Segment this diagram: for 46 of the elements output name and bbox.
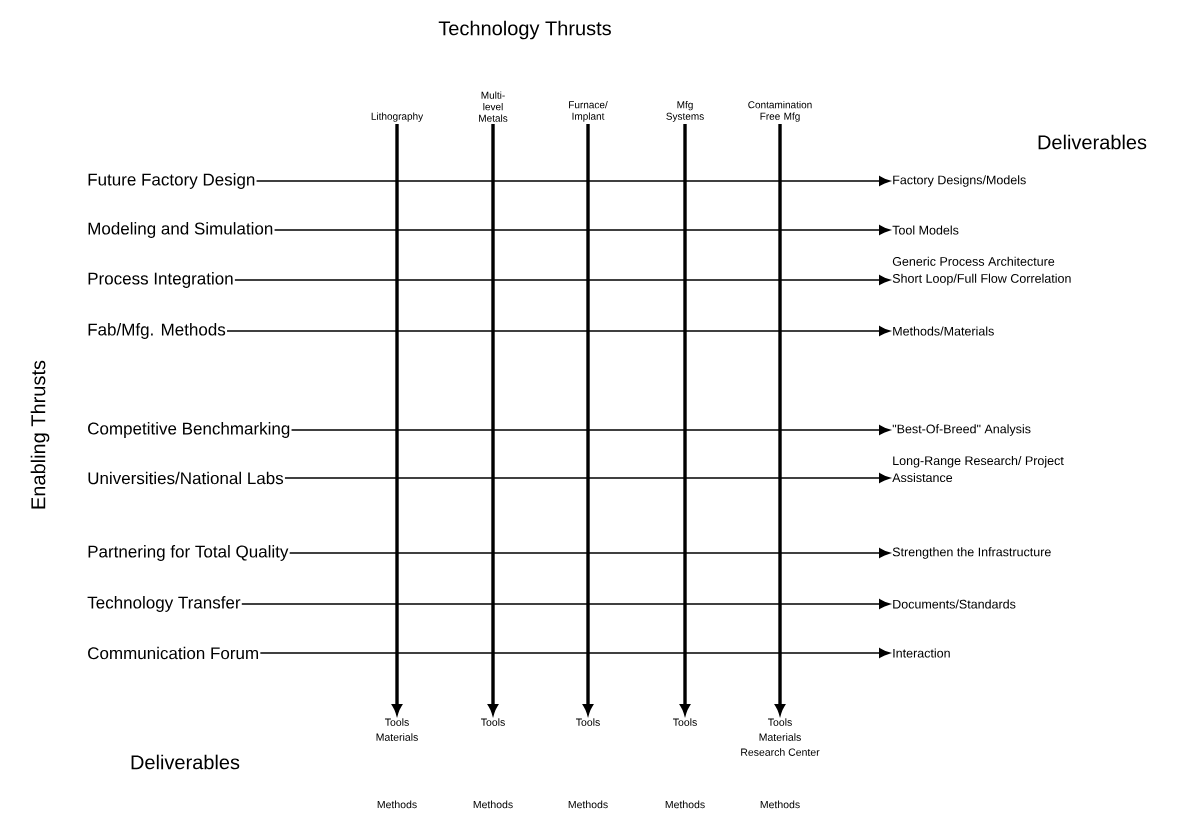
row-heading: Universities/National Labs bbox=[88, 471, 284, 485]
deliverable-text: Generic Process Architecture Short Loop/Full Flow Correlation bbox=[892, 256, 1071, 286]
arrow bbox=[255, 176, 891, 186]
deliverable-text: Long-Range Research/ Project Assistance bbox=[892, 455, 1064, 483]
column-heading: Furnace/ Implant bbox=[569, 101, 608, 122]
arrow bbox=[488, 124, 498, 715]
arrow bbox=[273, 225, 891, 235]
section-heading: Deliverables bbox=[131, 754, 240, 770]
deliverable-text: Tools Materials Methods bbox=[376, 718, 418, 809]
title: Technology Thrusts bbox=[438, 20, 611, 40]
arrow bbox=[284, 473, 891, 483]
arrow bbox=[226, 326, 891, 336]
row-heading: Competitive Benchmarking bbox=[88, 422, 290, 438]
deliverable-text: Tools Materials Research Center Methods bbox=[741, 718, 820, 809]
arrow bbox=[241, 599, 891, 609]
row-heading: Process Integration bbox=[88, 272, 233, 288]
arrow bbox=[234, 275, 891, 285]
deliverable-text: Tool Models bbox=[892, 225, 959, 235]
row-heading: Communication Forum bbox=[88, 646, 258, 660]
arrow bbox=[680, 124, 690, 715]
arrow bbox=[392, 124, 402, 715]
column-heading: Lithography bbox=[371, 112, 424, 122]
section-heading: Deliverables bbox=[1038, 134, 1147, 150]
deliverable-text: Tools Methods bbox=[665, 718, 705, 809]
row-heading: Technology Transfer bbox=[87, 596, 241, 612]
arrow bbox=[259, 648, 891, 658]
column-heading: Mfg Systems bbox=[666, 101, 704, 122]
deliverable-text: Strengthen the Infrastructure bbox=[892, 547, 1051, 559]
deliverable-text: Methods/Materials bbox=[893, 326, 994, 336]
deliverable-text: Tools Methods bbox=[568, 718, 608, 809]
deliverable-text: Tools Methods bbox=[473, 718, 513, 809]
deliverable-text: Factory Designs/Models bbox=[893, 175, 1026, 187]
arrow bbox=[290, 425, 891, 435]
arrow bbox=[288, 548, 891, 558]
column-heading: Multi- level Metals bbox=[479, 91, 508, 122]
deliverable-text: "Best-Of-Breed" Analysis bbox=[892, 424, 1031, 436]
deliverable-text: Interaction bbox=[893, 648, 950, 658]
row-heading: Future Factory Design bbox=[88, 173, 255, 189]
row-heading: Fab/Mfg. Methods bbox=[88, 323, 226, 339]
column-heading: Contamination Free Mfg bbox=[748, 101, 812, 122]
arrow bbox=[775, 124, 785, 715]
axis-title: Enabling Thrusts bbox=[30, 360, 50, 509]
arrow bbox=[583, 124, 593, 715]
row-heading: Partnering for Total Quality bbox=[88, 545, 289, 561]
row-heading: Modeling and Simulation bbox=[88, 222, 273, 238]
deliverable-text: Documents/Standards bbox=[893, 599, 1016, 609]
